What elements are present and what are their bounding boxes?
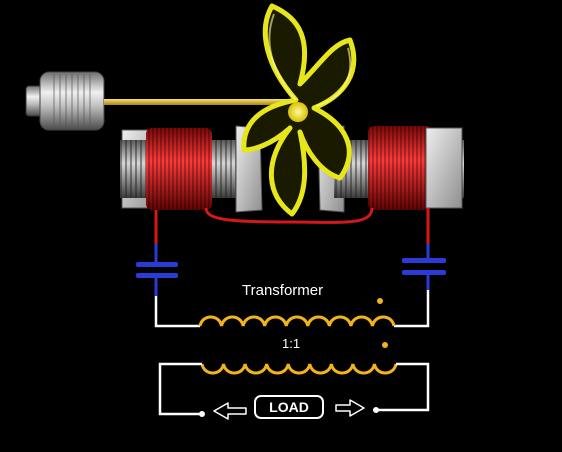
coil-wires xyxy=(154,207,430,244)
arrow-left-icon xyxy=(213,402,247,420)
capacitor-icon xyxy=(136,244,178,296)
right-electromagnet xyxy=(317,125,464,213)
left-electromagnet xyxy=(120,125,263,213)
primary-circuit-wires xyxy=(154,290,430,328)
turns-ratio-label: 1:1 xyxy=(282,336,301,351)
motor-icon xyxy=(25,71,105,131)
transformer-label: Transformer xyxy=(242,282,324,299)
secondary-circuit-wires xyxy=(158,362,430,416)
load-terminal-left xyxy=(199,411,205,417)
arrow-right-icon xyxy=(335,399,365,417)
rotor-icon xyxy=(241,3,357,217)
capacitor-icon xyxy=(402,244,446,290)
load-box: LOAD xyxy=(254,395,324,419)
secondary-polarity-dot xyxy=(382,342,388,348)
transformer-primary-winding xyxy=(198,315,396,327)
load-label: LOAD xyxy=(269,399,309,415)
transformer-secondary-winding xyxy=(200,363,398,375)
drive-shaft xyxy=(104,99,290,105)
load-terminal-right xyxy=(373,407,379,413)
primary-polarity-dot xyxy=(377,298,383,304)
